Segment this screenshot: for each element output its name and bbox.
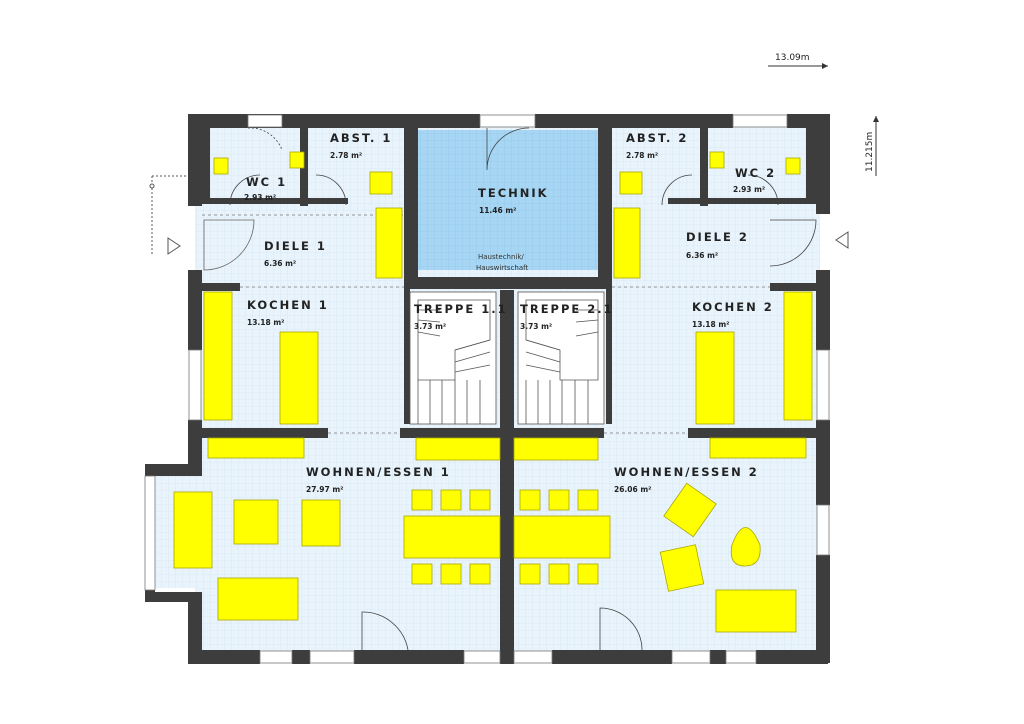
door-swings [203, 127, 817, 651]
room-name-treppe11: TREPPE 1.1 [414, 302, 508, 316]
room-area-diele2: 6.36 m² [686, 251, 718, 260]
room-note-technik-2: Hauswirtschaft [476, 264, 528, 272]
room-name-kochen1: KOCHEN 1 [247, 298, 329, 312]
walls [145, 114, 830, 664]
room-name-wc2: WC 2 [735, 166, 776, 180]
room-name-diele2: DIELE 2 [686, 230, 749, 244]
room-name-technik: TECHNIK [478, 186, 549, 200]
dimension-width: 13.09m [775, 53, 810, 63]
room-name-abst2: ABST. 2 [626, 131, 688, 145]
windows [144, 114, 830, 664]
room-name-treppe21: TREPPE 2.1 [520, 302, 614, 316]
room-name-abst1: ABST. 1 [330, 131, 392, 145]
room-name-kochen2: KOCHEN 2 [692, 300, 774, 314]
room-area-abst1: 2.78 m² [330, 151, 362, 160]
room-area-treppe21: 3.73 m² [520, 322, 552, 331]
room-name-wohnen1: WOHNEN/ESSEN 1 [306, 465, 451, 479]
room-area-wc2: 2.93 m² [733, 185, 765, 194]
dimension-height: 11.215m [865, 132, 875, 172]
room-area-diele1: 6.36 m² [264, 259, 296, 268]
technik-floor [418, 130, 598, 270]
room-area-kochen1: 13.18 m² [247, 318, 284, 327]
room-name-wc1: WC 1 [246, 175, 287, 189]
room-name-wohnen2: WOHNEN/ESSEN 2 [614, 465, 759, 479]
room-labels: WC 1 2.93 m² ABST. 1 2.78 m² TECHNIK 11.… [244, 131, 776, 494]
room-area-wc1: 2.93 m² [244, 193, 276, 202]
room-area-technik: 11.46 m² [479, 206, 516, 215]
room-note-technik-1: Haustechnik/ [478, 253, 524, 261]
room-area-wohnen2: 26.06 m² [614, 485, 651, 494]
dimension-lines: 13.09m 11.215m [768, 53, 879, 176]
room-area-kochen2: 13.18 m² [692, 320, 729, 329]
room-area-wohnen1: 27.97 m² [306, 485, 343, 494]
room-name-diele1: DIELE 1 [264, 239, 327, 253]
room-area-treppe11: 3.73 m² [414, 322, 446, 331]
room-area-abst2: 2.78 m² [626, 151, 658, 160]
entrance-markers [149, 175, 849, 255]
staircases [409, 291, 605, 425]
room-boundaries [202, 214, 770, 434]
furniture [173, 151, 813, 633]
